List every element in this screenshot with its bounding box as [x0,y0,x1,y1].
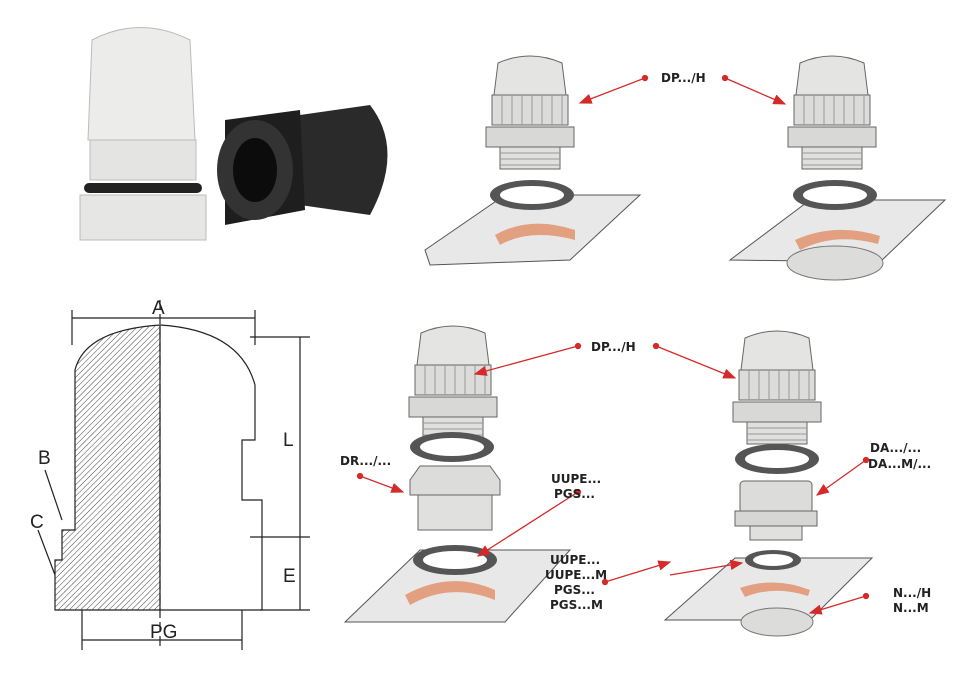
black-cable-gland-photo [217,105,388,225]
svg-text:DA...M/...: DA...M/... [868,457,931,471]
svg-text:PGS...: PGS... [554,583,595,597]
svg-text:PGS...: PGS... [554,487,595,501]
dimension-label-b: B [38,448,51,469]
dimension-label-c: C [30,512,44,533]
technical-drawing [37,300,310,650]
callout-arrows-top [578,74,787,105]
callout-nut: N.../H N...M [893,586,931,615]
callout-seal-right: UUPE... UUPE...M PGS... PGS...M [545,553,607,612]
callout-arrows-bottom [356,342,870,615]
svg-text:N.../H: N.../H [893,586,931,600]
svg-text:DA.../...: DA.../... [870,441,921,455]
assembly-top-right [728,55,947,281]
svg-text:UUPE...: UUPE... [551,472,601,486]
assembly-bottom-left [343,325,572,623]
white-cable-gland-photo [79,27,207,241]
dimension-label-e: E [283,566,296,587]
callout-reducer: DR.../... [340,454,391,468]
callout-seal-left: UUPE... PGS... [551,472,601,501]
dimension-label-l: L [283,430,294,451]
callout-adapter: DA.../... DA...M/... [868,441,931,471]
dimension-label-pg: PG [150,622,177,643]
assembly-bottom-right [663,330,874,637]
svg-text:UUPE...: UUPE... [550,553,600,567]
dimension-label-a: A [152,298,165,319]
svg-text:N...M: N...M [893,601,929,615]
svg-text:UUPE...M: UUPE...M [545,568,607,582]
svg-text:PGS...M: PGS...M [550,598,603,612]
callout-top-gland: DP.../H [661,71,706,85]
callout-bottom-gland: DP.../H [591,340,636,354]
assembly-top-left [424,55,642,266]
